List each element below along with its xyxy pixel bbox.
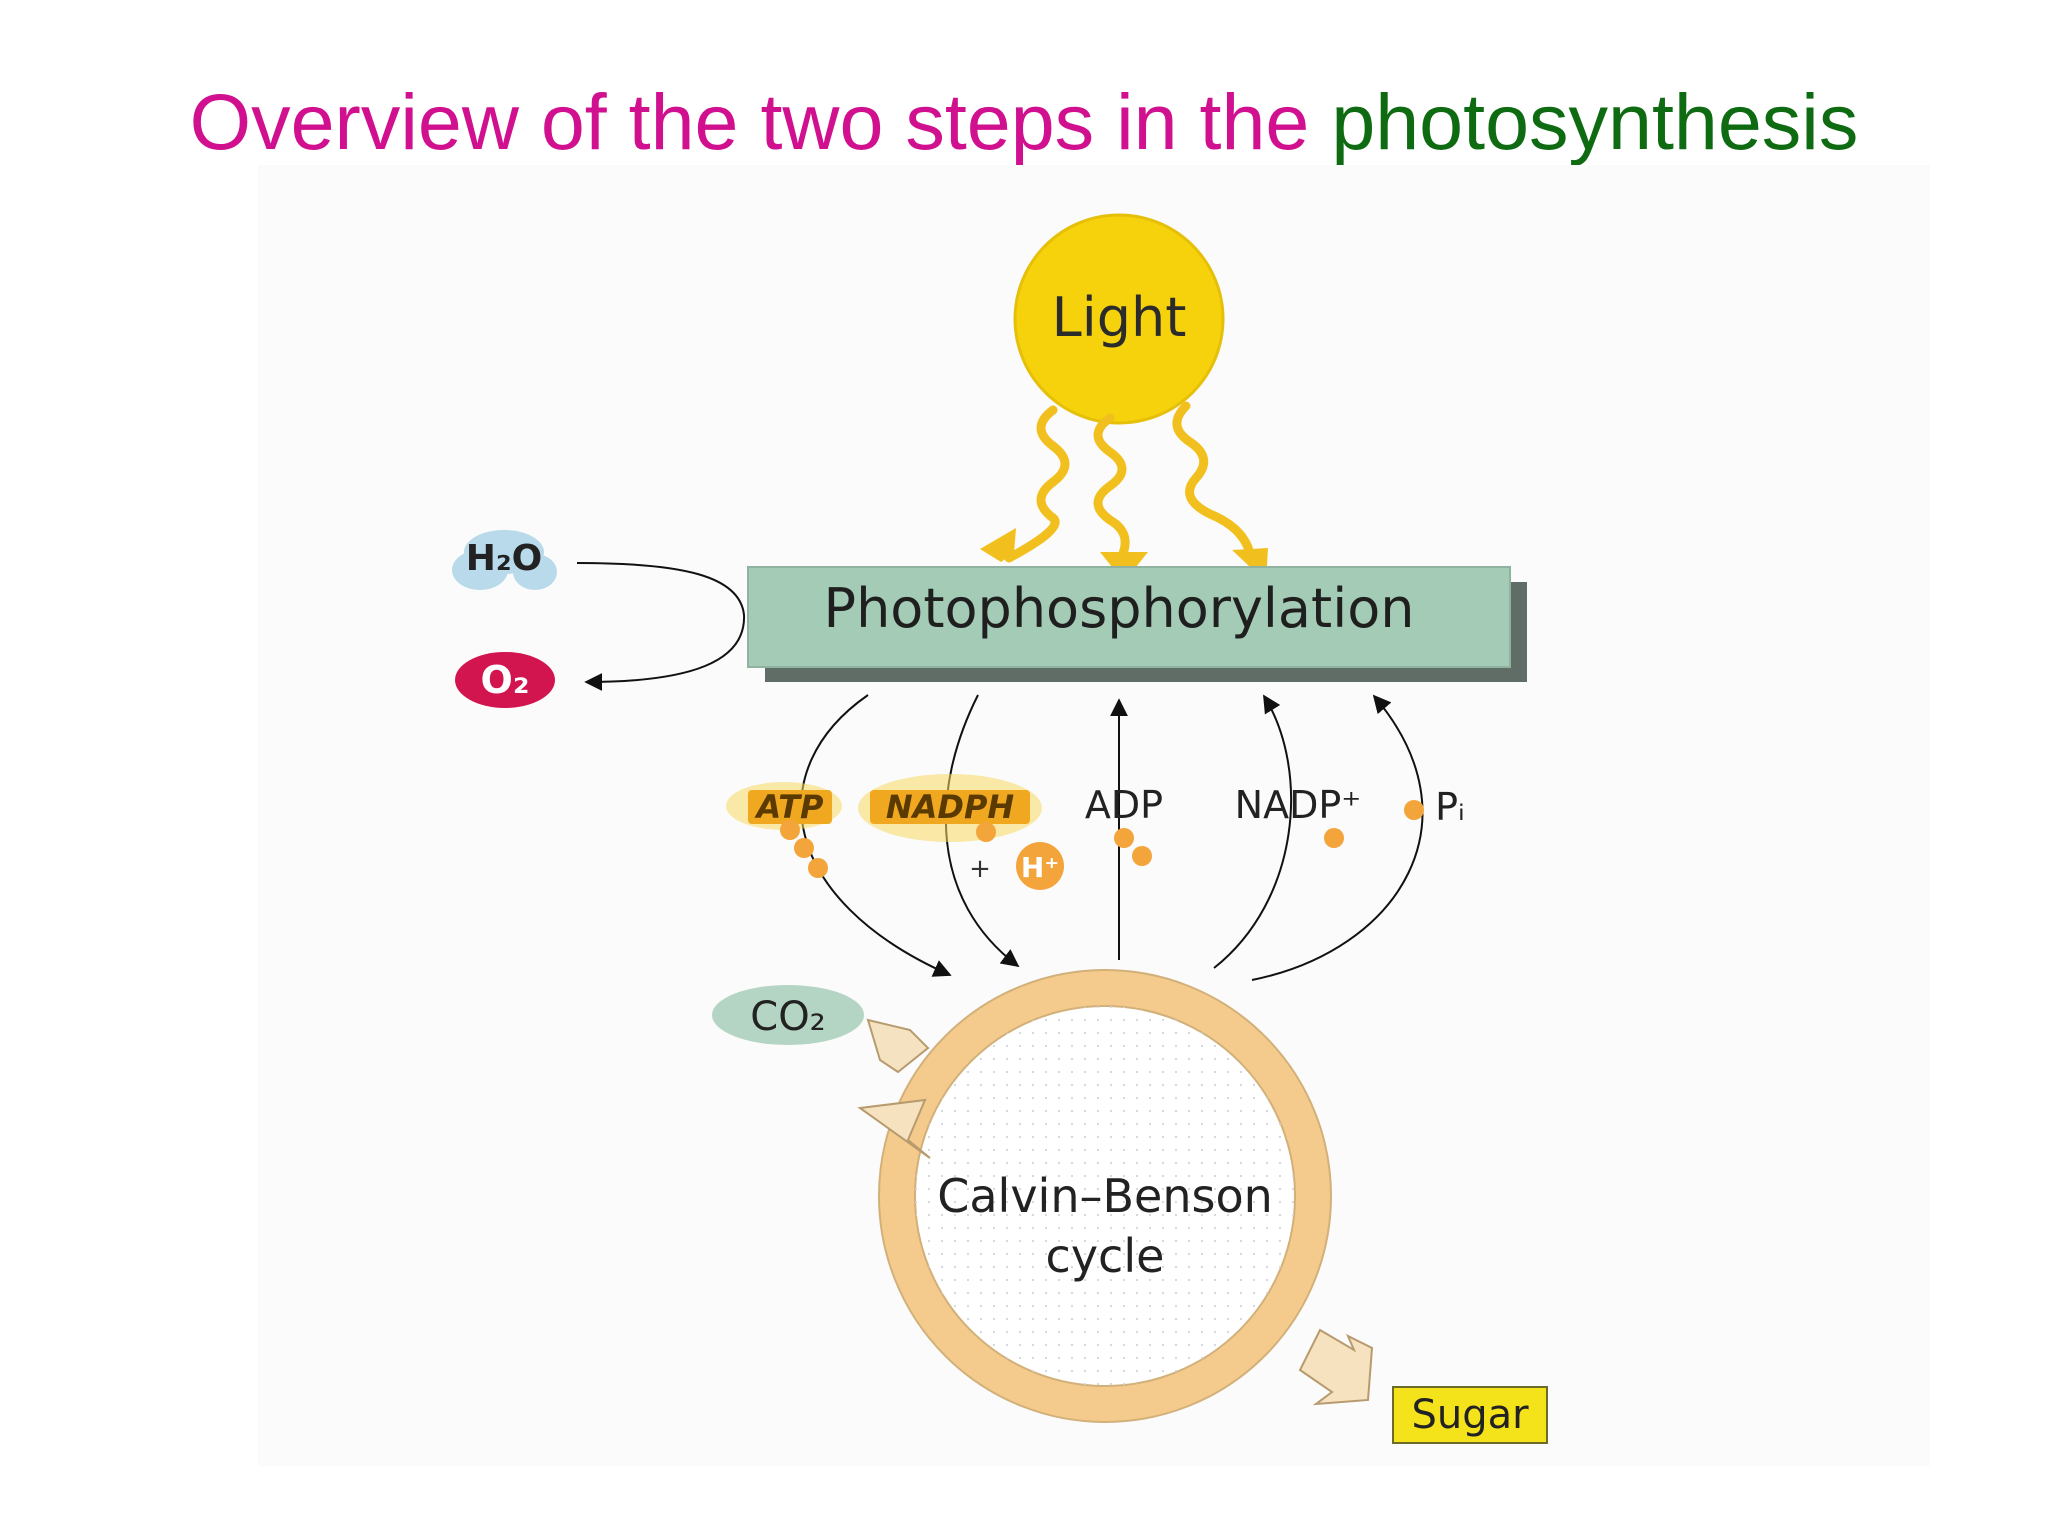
sugar-output-arrow xyxy=(1298,1328,1374,1406)
oxygen-label: O₂ xyxy=(481,658,530,702)
title-accent-text: photosynthesis xyxy=(1331,77,1859,166)
water-molecule-icon xyxy=(452,530,557,590)
oxygen-molecule-icon xyxy=(455,652,555,708)
adp-phosphate-dots xyxy=(1114,828,1152,866)
proton-icon xyxy=(1016,842,1064,890)
co2-molecule-icon xyxy=(712,985,864,1045)
co2-input-arrow xyxy=(866,1018,930,1074)
plus-label: + xyxy=(969,854,991,884)
photophosphorylation-label: Photophosphorylation xyxy=(824,577,1415,640)
adp-label: ADP xyxy=(1085,783,1163,827)
light-ray-right xyxy=(1172,401,1255,559)
nadp-phosphate-dot xyxy=(1324,828,1344,848)
sugar-label: Sugar xyxy=(1411,1392,1529,1438)
pi-phosphate-dot xyxy=(1404,800,1424,820)
sugar-box xyxy=(1392,1386,1548,1444)
co2-label: CO₂ xyxy=(750,994,825,1040)
light-ray-left xyxy=(1004,405,1070,563)
atp-label: ATP xyxy=(754,788,825,826)
pi-arrow xyxy=(1251,694,1424,981)
nadph-label: NADPH xyxy=(886,788,1015,826)
nadp-label: NADP⁺ xyxy=(1235,783,1362,827)
water-to-oxygen-arrow xyxy=(576,562,746,691)
nadp-arrow xyxy=(1213,694,1293,969)
light-label: Light xyxy=(1052,286,1187,349)
cycle-direction-arrow xyxy=(857,1098,931,1159)
calvin-cycle-ring xyxy=(878,969,1332,1423)
title-main-text: Overview of the two steps in the xyxy=(189,77,1310,166)
hplus-label: H⁺ xyxy=(1021,851,1059,884)
pi-label: Pᵢ xyxy=(1435,785,1465,829)
light-rays xyxy=(1004,401,1255,565)
cycle-label-line2: cycle xyxy=(1046,1229,1165,1283)
water-label: H₂O xyxy=(466,538,543,579)
sun-icon xyxy=(1013,213,1225,425)
atp-molecule-icon xyxy=(726,782,842,878)
light-ray-center xyxy=(1093,413,1130,565)
atp-arrow xyxy=(800,694,952,977)
photophosphorylation-box xyxy=(747,566,1527,682)
nadph-molecule-icon xyxy=(858,774,1042,842)
cycle-label-line1: Calvin–Benson xyxy=(937,1169,1273,1223)
slide-title: Overview of the two steps in the photosy… xyxy=(0,72,2048,172)
